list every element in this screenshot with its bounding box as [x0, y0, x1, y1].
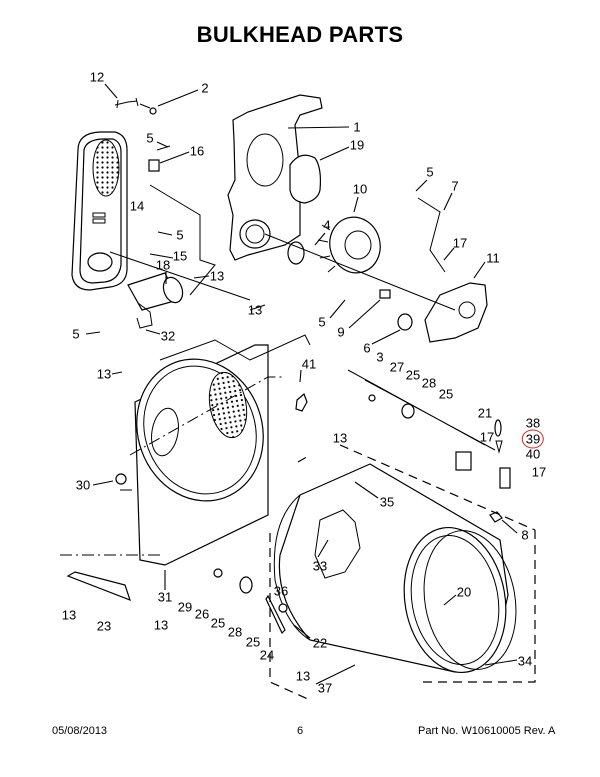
callout-label: 17 — [531, 464, 547, 480]
callout-label: 14 — [129, 198, 145, 214]
callout-label: 21 — [477, 405, 493, 421]
callout-label: 28 — [227, 624, 243, 640]
callout-label: 17 — [479, 429, 495, 445]
callout-label: 7 — [451, 178, 459, 194]
callout-label: 13 — [332, 430, 348, 446]
callout-label: 11 — [486, 250, 500, 266]
callout-label: 28 — [421, 375, 437, 391]
nut-part — [115, 473, 127, 485]
callout-label: 6 — [363, 340, 371, 356]
callout-label: 24 — [259, 647, 275, 663]
callout-label: 34 — [517, 653, 533, 669]
blower-housing-part — [424, 282, 488, 343]
callout-leader-lines — [85, 83, 518, 685]
callout-label: 16 — [189, 143, 205, 159]
callout-label: 27 — [389, 359, 405, 375]
callout-label: 13 — [153, 617, 169, 633]
small-bracket-part — [148, 145, 171, 172]
footer-date: 05/08/2013 — [52, 725, 108, 737]
footer-part-number: Part No. W10610005 Rev. A — [418, 725, 556, 737]
drum-part — [273, 463, 517, 674]
callout-label-highlighted: 39 — [521, 429, 545, 449]
callout-label: 20 — [456, 584, 472, 600]
bulkhead-front-part — [227, 94, 323, 261]
callout-label: 31 — [157, 589, 173, 605]
callout-label: 12 — [89, 69, 105, 85]
callout-label: 30 — [75, 477, 91, 493]
lint-duct-cylinder-part — [127, 272, 184, 329]
callout-label: 5 — [176, 227, 184, 243]
callout-label: 17 — [452, 235, 468, 251]
blower-wheel-part — [317, 216, 381, 274]
bearing-part — [397, 313, 413, 331]
callout-label: 29 — [177, 599, 193, 615]
callout-label: 5 — [146, 130, 154, 146]
page-title: BULKHEAD PARTS — [196, 22, 404, 47]
callout-label: 13 — [61, 607, 77, 623]
wire-clip-part — [114, 97, 157, 115]
callout-label: 22 — [312, 635, 328, 651]
assembly-guide-lines — [60, 184, 536, 701]
callout-label: 25 — [405, 367, 421, 383]
callout-label: 5 — [426, 164, 434, 180]
callout-label: 18 — [155, 257, 171, 273]
callout-label: 37 — [317, 680, 333, 696]
callout-label: 25 — [438, 386, 454, 402]
callout-label: 2 — [201, 80, 209, 96]
callout-label: 5 — [72, 326, 80, 342]
gasket-part — [287, 241, 305, 265]
felt-seal-part — [295, 392, 308, 412]
callout-label: 41 — [301, 356, 317, 372]
seal-ring-part — [289, 154, 322, 204]
callout-label: 36 — [273, 583, 289, 599]
callout-label: 13 — [96, 366, 112, 382]
rear-bulkhead-panel-part — [134, 344, 269, 566]
callout-label: 10 — [352, 181, 368, 197]
callout-label: 8 — [521, 527, 529, 543]
callout-label: 5 — [318, 314, 326, 330]
callout-label: 40 — [525, 446, 541, 462]
callout-label: 38 — [525, 415, 541, 431]
callout-label: 35 — [379, 494, 395, 510]
callout-label: 19 — [349, 137, 365, 153]
callout-label: 1 — [353, 119, 361, 135]
clip-part — [379, 289, 391, 299]
footer-page-number: 6 — [297, 725, 304, 737]
callout-label: 26 — [194, 606, 210, 622]
lint-screen-housing-part — [71, 131, 128, 291]
callout-label: 9 — [337, 324, 345, 340]
callout-label: 13 — [247, 302, 263, 318]
callout-label: 13 — [295, 668, 311, 684]
callout-label: 25 — [210, 615, 226, 631]
callout-label: 33 — [312, 558, 328, 574]
callout-label: 23 — [96, 618, 112, 634]
callout-label: 15 — [172, 248, 188, 264]
callout-label: 32 — [160, 328, 176, 344]
callout-label: 13 — [209, 268, 225, 284]
idler-pulley-parts — [213, 568, 288, 635]
callout-label: 3 — [376, 349, 384, 365]
bracket-part — [66, 571, 131, 602]
callout-label: 25 — [245, 634, 261, 650]
callout-label: 4 — [323, 217, 331, 233]
